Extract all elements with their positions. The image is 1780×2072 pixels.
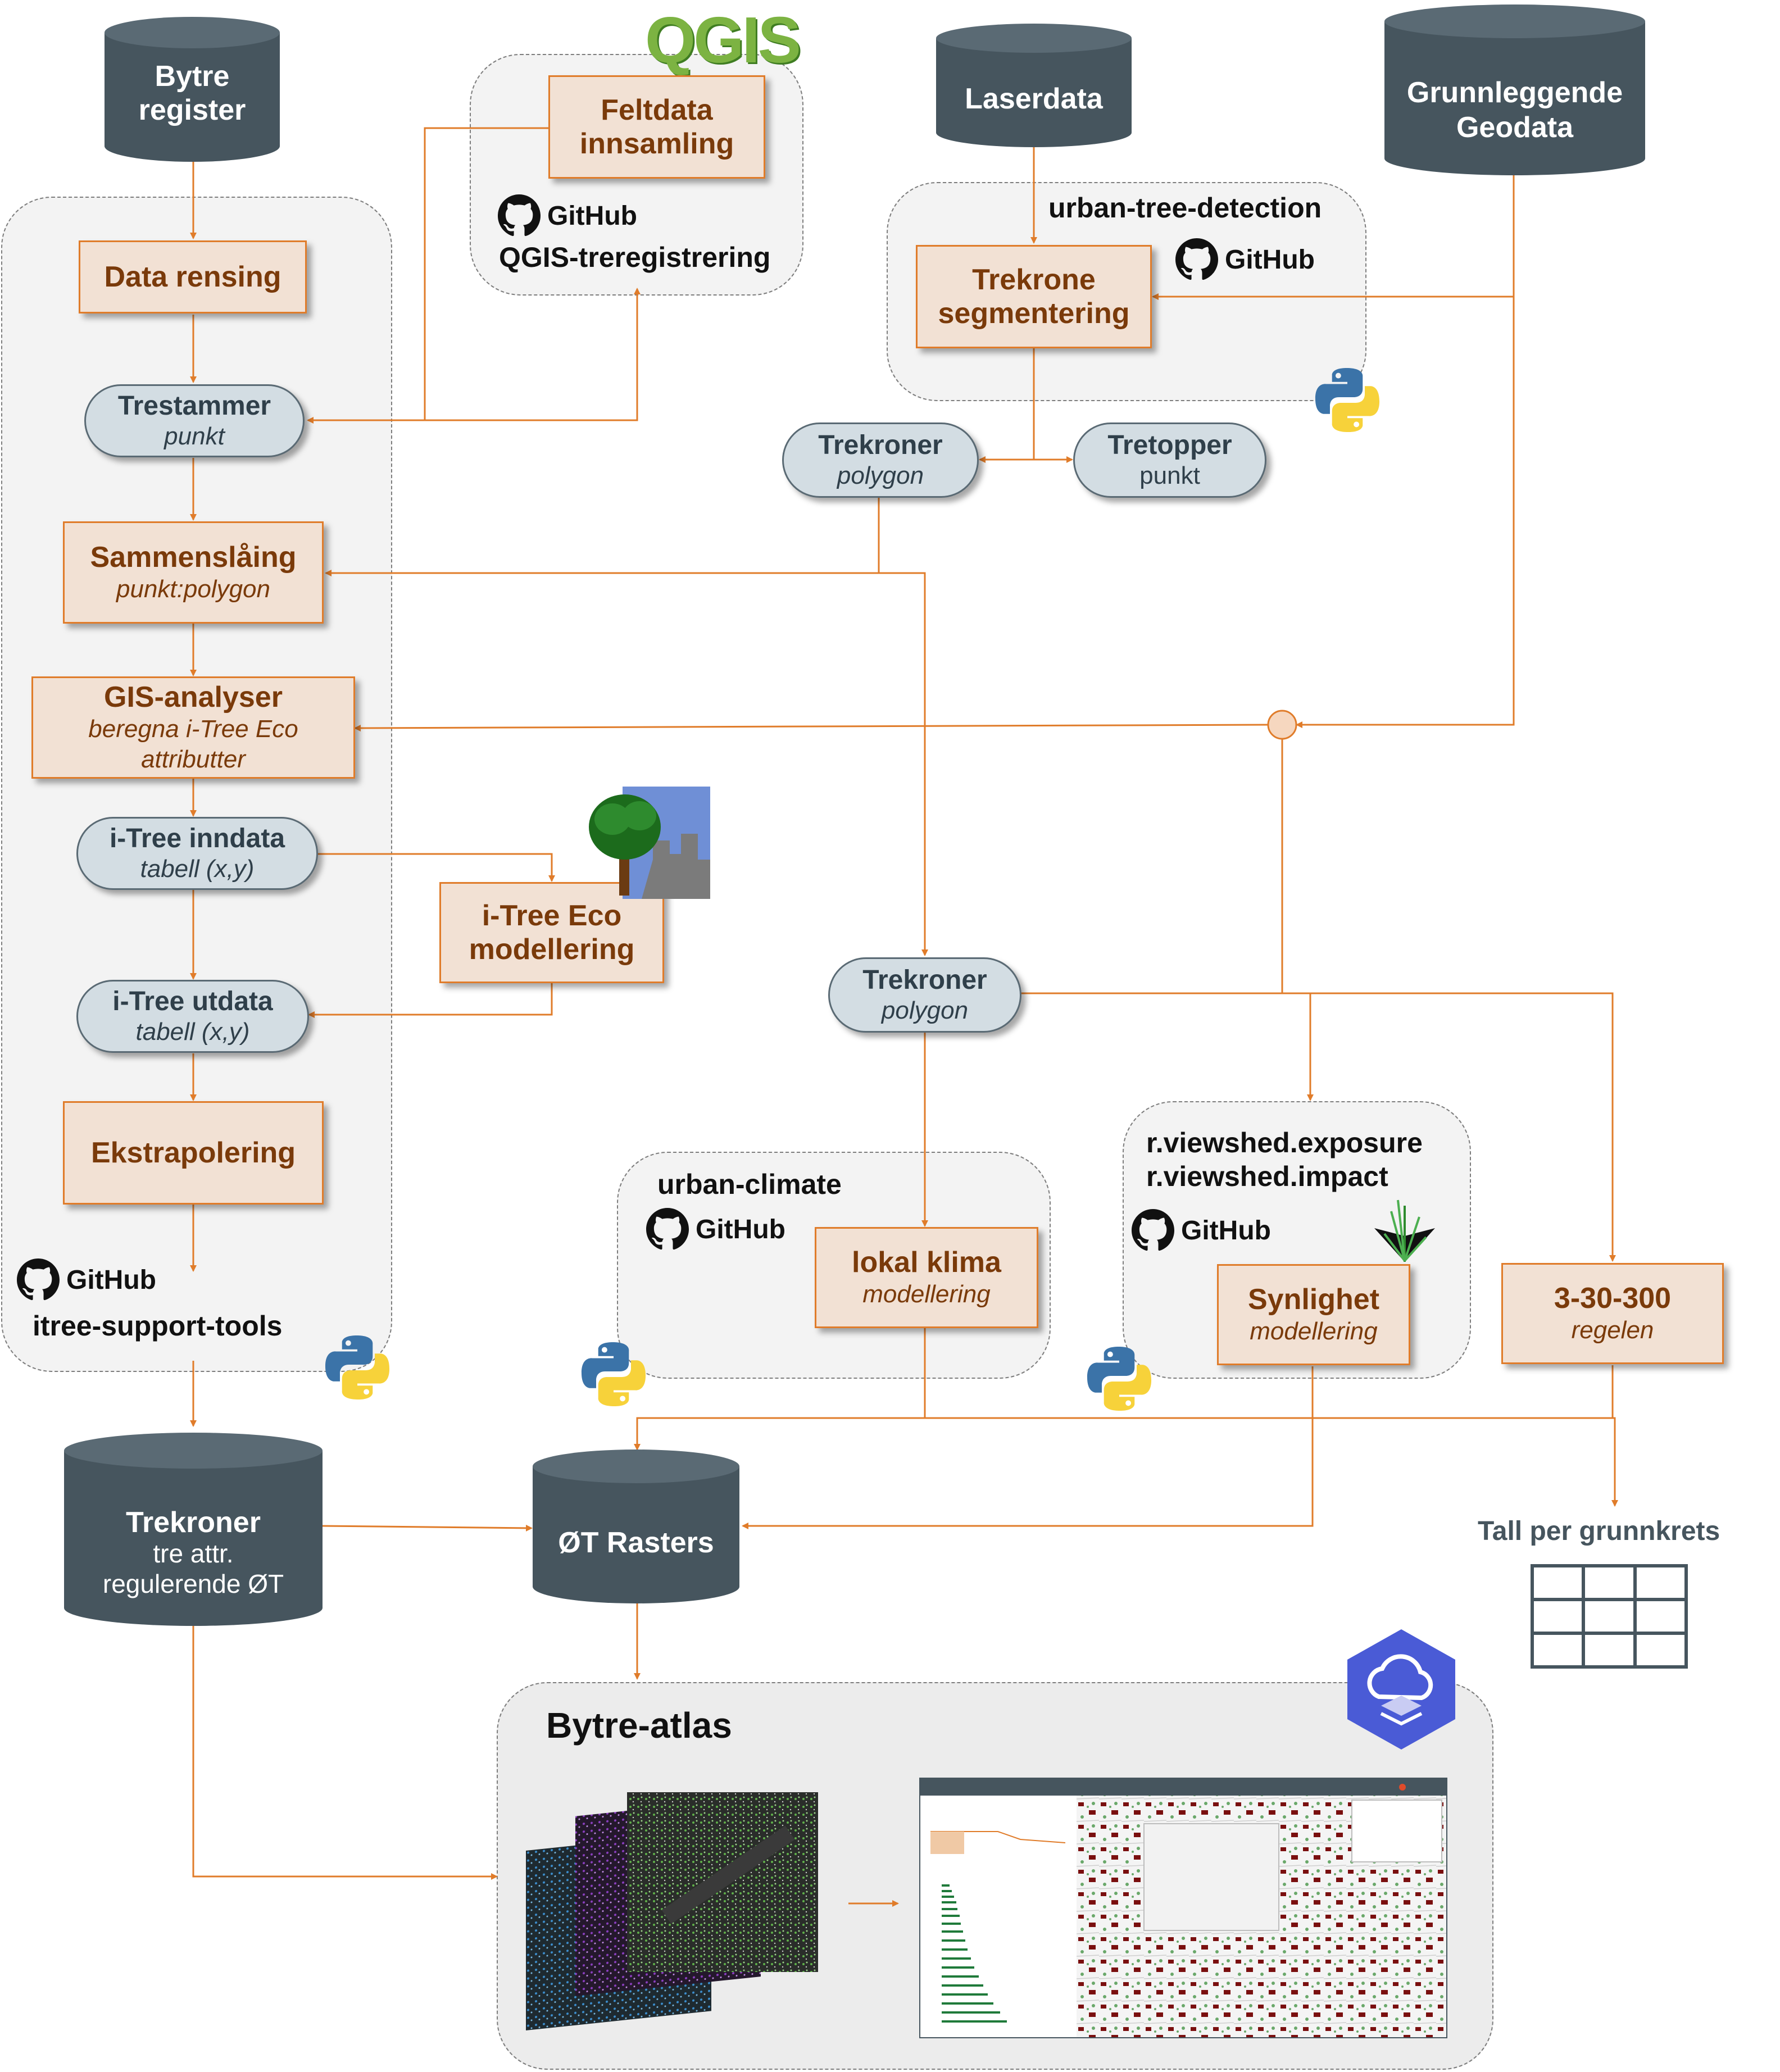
process-lokal-klima: lokal klima modellering: [815, 1227, 1038, 1328]
db-line3: regulerende ØT: [102, 1569, 284, 1598]
itree-logo-icon: [589, 787, 710, 899]
data-title: Tretopper: [1107, 430, 1232, 460]
python-icon: [581, 1342, 646, 1407]
github-wordmark: GitHub: [1225, 244, 1315, 275]
db-label: Grunnleggende Geodata: [1406, 76, 1623, 144]
process-title: GIS-analyser: [104, 681, 283, 714]
process-subtitle: modellering: [862, 1280, 991, 1308]
process-title: Data rensing: [104, 261, 281, 293]
qgis-logo: QGIS: [645, 3, 801, 76]
arcgis-online-icon: [1347, 1629, 1455, 1750]
db-label: ØT Rasters: [558, 1526, 714, 1559]
process-title: Ekstrapolering: [90, 1137, 296, 1169]
data-trestammer: Trestammer punkt: [84, 384, 305, 457]
process-trekrone-segmentering: Trekrone segmentering: [916, 245, 1152, 348]
table-icon: [1531, 1564, 1688, 1669]
web-atlas-screenshot: [919, 1778, 1447, 2038]
db-ot-rasters: ØT Rasters: [533, 1450, 739, 1603]
process-title: 3-30-300: [1554, 1282, 1672, 1315]
process-itree-eco-modellering: i-Tree Eco modellering: [439, 882, 664, 983]
process-synlighet: Synlighet modellering: [1217, 1264, 1410, 1365]
github-icon: [17, 1258, 60, 1301]
db-label: Laserdata: [965, 83, 1103, 115]
db-line2: tre attr.: [153, 1539, 234, 1568]
group-label-qgis-treregistrering: QGIS-treregistrering: [499, 242, 771, 273]
raster-maps-stack: [526, 1792, 818, 2030]
data-itree-utdata: i-Tree utdata tabell (x,y): [76, 980, 309, 1053]
github-wordmark: GitHub: [66, 1265, 156, 1295]
data-subtitle: punkt: [164, 422, 225, 450]
process-title: Trekrone segmentering: [938, 263, 1130, 330]
github-mark-urban-climate: GitHub: [646, 1208, 785, 1251]
data-subtitle: polygon: [881, 997, 969, 1024]
data-subtitle: tabell (x,y): [135, 1018, 250, 1046]
group-label-viewshed: r.viewshed.exposure r.viewshed.impact: [1146, 1127, 1423, 1192]
process-subtitle: beregna i-Tree Eco attributter: [88, 715, 298, 773]
process-title: i-Tree Eco modellering: [469, 899, 635, 966]
github-icon: [1132, 1209, 1174, 1251]
db-laserdata: Laserdata: [936, 24, 1132, 147]
db-title: Trekroner: [126, 1506, 261, 1539]
db-trekroner: Trekroner tre attr. regulerende ØT: [64, 1433, 323, 1627]
github-mark-qgis: GitHub: [498, 194, 637, 237]
process-data-rensing: Data rensing: [79, 240, 307, 313]
process-ekstrapolering: Ekstrapolering: [63, 1101, 324, 1205]
data-trekroner-polygon-top: Trekroner polygon: [782, 422, 979, 498]
db-bytre-register: Bytre register: [105, 17, 280, 162]
github-mark-urban-tree: GitHub: [1175, 238, 1315, 281]
data-title: Trekroner: [818, 430, 943, 460]
data-itree-inndata: i-Tree inndata tabell (x,y): [76, 817, 318, 890]
data-title: i-Tree utdata: [112, 987, 273, 1016]
python-icon: [1315, 367, 1380, 433]
python-icon: [1087, 1346, 1152, 1411]
github-mark-itree: GitHub: [17, 1258, 156, 1301]
python-icon: [325, 1335, 390, 1400]
process-feltdata-innsamling: Feltdata innsamling: [548, 75, 765, 179]
data-subtitle: punkt: [1139, 462, 1200, 489]
data-trekroner-polygon-mid: Trekroner polygon: [828, 957, 1021, 1033]
data-subtitle: polygon: [837, 462, 924, 489]
process-title: Feltdata innsamling: [579, 94, 734, 160]
github-icon: [1175, 238, 1218, 280]
group-label-itree-support-tools: itree-support-tools: [33, 1310, 283, 1342]
process-title: Sammenslåing: [90, 541, 297, 574]
group-label-urban-tree-detection: urban-tree-detection: [1048, 192, 1322, 224]
process-3-30-300: 3-30-300 regelen: [1501, 1263, 1724, 1364]
data-title: Trekroner: [862, 965, 987, 995]
process-title: Synlighet: [1247, 1283, 1380, 1316]
process-sammenslaaing: Sammenslåing punkt:polygon: [63, 521, 324, 624]
output-tall-per-grunnkrets: Tall per grunnkrets: [1478, 1516, 1720, 1546]
process-subtitle: regelen: [1571, 1316, 1654, 1344]
github-wordmark: GitHub: [696, 1214, 785, 1244]
github-wordmark: GitHub: [547, 201, 637, 231]
process-title: lokal klima: [852, 1246, 1001, 1279]
process-subtitle: modellering: [1250, 1317, 1378, 1345]
data-subtitle: tabell (x,y): [140, 855, 255, 883]
db-grunnleggende-geodata: Grunnleggende Geodata: [1384, 4, 1645, 175]
process-gis-analyser: GIS-analyser beregna i-Tree Eco attribut…: [31, 676, 355, 779]
data-title: i-Tree inndata: [109, 824, 285, 853]
grass-gis-icon: [1374, 1199, 1435, 1262]
process-subtitle: punkt:polygon: [116, 575, 270, 603]
data-tretopper: Tretopper punkt: [1073, 422, 1266, 498]
data-title: Trestammer: [117, 391, 271, 421]
db-label: Bytre register: [138, 60, 246, 126]
group-label-urban-climate: urban-climate: [657, 1169, 842, 1200]
github-wordmark: GitHub: [1181, 1215, 1271, 1246]
github-mark-viewshed: GitHub: [1132, 1209, 1271, 1252]
github-icon: [646, 1208, 689, 1250]
group-label-bytre-atlas: Bytre-atlas: [546, 1705, 732, 1746]
github-icon: [498, 194, 541, 237]
